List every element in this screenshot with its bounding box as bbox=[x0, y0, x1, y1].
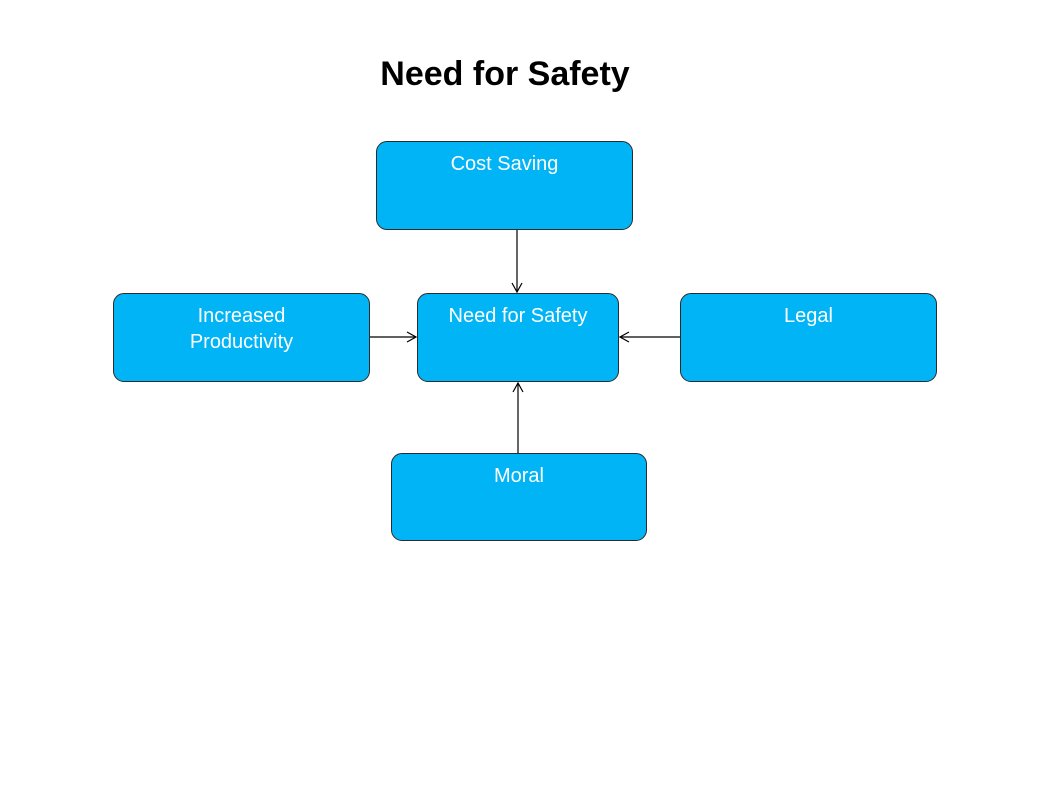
node-label: Increased Productivity bbox=[189, 305, 294, 353]
node-label: Legal bbox=[784, 305, 833, 327]
arrow-moral-to-center bbox=[512, 381, 524, 453]
arrow-productivity-to-center bbox=[370, 331, 418, 343]
node-cost-saving[interactable]: Cost Saving bbox=[376, 141, 633, 230]
arrow-legal-to-center bbox=[618, 331, 680, 343]
node-label: Need for Safety bbox=[448, 305, 588, 327]
node-legal[interactable]: Legal bbox=[680, 293, 937, 382]
node-need-for-safety[interactable]: Need for Safety bbox=[417, 293, 619, 382]
node-label: Cost Saving bbox=[450, 153, 559, 175]
node-label: Moral bbox=[493, 465, 544, 487]
node-increased-productivity[interactable]: Increased Productivity bbox=[113, 293, 370, 382]
node-moral[interactable]: Moral bbox=[391, 453, 647, 541]
page-title: Need for Safety bbox=[380, 55, 630, 93]
arrow-cost-saving-to-center bbox=[511, 230, 523, 294]
